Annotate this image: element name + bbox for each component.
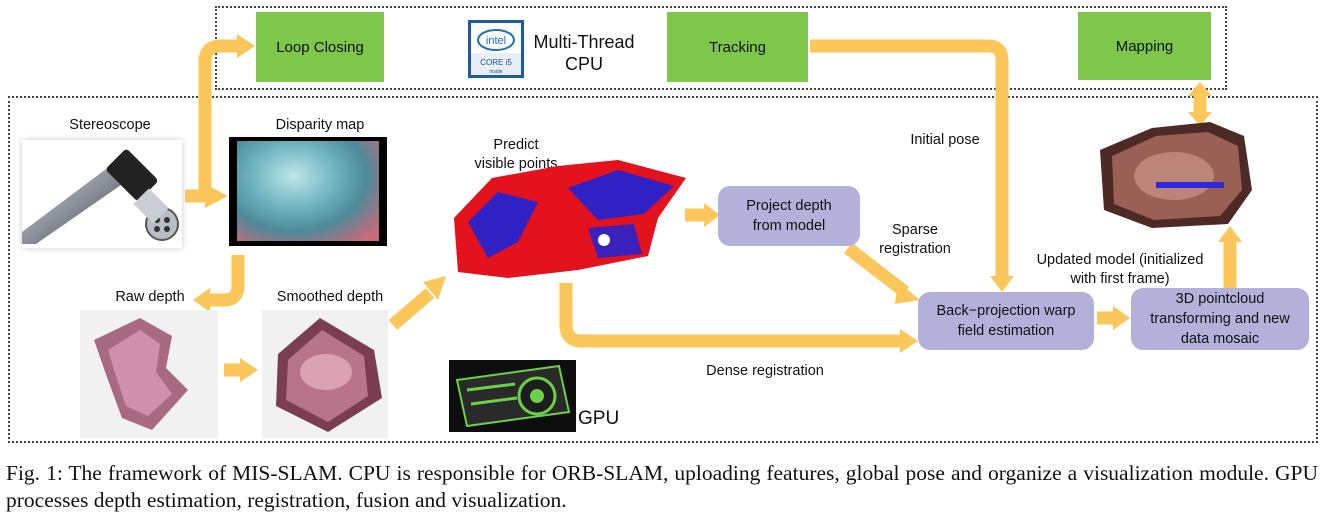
project-depth-box: Project depth from model	[718, 186, 860, 246]
pointcloud-box: 3D pointcloud transforming and new data …	[1131, 288, 1309, 350]
dense-registration-label: Dense registration	[706, 363, 824, 379]
arrow-tracking-to-backprojection	[810, 39, 1009, 278]
raw-depth-image	[80, 310, 218, 438]
intel-brand-text: intel	[486, 35, 506, 47]
cpu-label: Multi-Thread CPU	[533, 32, 635, 74]
smoothed-depth-label: Smoothed depth	[276, 289, 384, 305]
updated-model-label: Updated model (initialized with first fr…	[1036, 252, 1204, 287]
disparity-map-image	[229, 137, 387, 246]
backprojection-label: Back−projection warp field estimation	[936, 303, 1076, 339]
raw-depth-label: Raw depth	[115, 289, 185, 305]
arrow-smoothed-to-predict	[388, 288, 435, 330]
loop-closing-label: Loop Closing	[276, 38, 364, 56]
figure-caption: Fig. 1: The framework of MIS-SLAM. CPU i…	[6, 461, 1318, 512]
stereoscope-label: Stereoscope	[69, 117, 151, 133]
project-depth-label: Project depth from model	[746, 198, 832, 234]
arrow-dense	[559, 283, 902, 348]
arrow-to-loop-closing	[198, 39, 237, 190]
loop-closing-box: Loop Closing	[256, 12, 384, 82]
intel-model-text: CORE i5	[480, 58, 512, 67]
tracking-box: Tracking	[667, 12, 808, 82]
mapping-box: Mapping	[1078, 12, 1211, 80]
gpu-label: GPU	[578, 408, 620, 429]
sparse-registration-label: Sparse registration	[879, 222, 951, 257]
updated-model-image	[1092, 120, 1257, 230]
pointcloud-label: 3D pointcloud transforming and new data …	[1150, 291, 1290, 347]
tracking-label: Tracking	[709, 38, 766, 56]
intel-sub-text: inside	[489, 69, 502, 75]
disparity-map-label: Disparity map	[275, 117, 365, 133]
arrow-sparse	[844, 242, 909, 298]
mapping-label: Mapping	[1115, 37, 1174, 55]
stereoscope-image	[22, 140, 182, 248]
flow-arrows	[185, 34, 1242, 382]
smoothed-depth-image	[262, 310, 388, 438]
initial-pose-label: Initial pose	[910, 132, 980, 148]
intel-cpu-badge: intel CORE i5 inside	[468, 20, 524, 78]
backprojection-box: Back−projection warp field estimation	[918, 292, 1094, 350]
gpu-group-frame	[8, 96, 1318, 443]
predict-points-image	[448, 158, 688, 282]
arrow-disparity-to-raw	[208, 255, 245, 307]
gpu-card-image	[449, 360, 576, 432]
